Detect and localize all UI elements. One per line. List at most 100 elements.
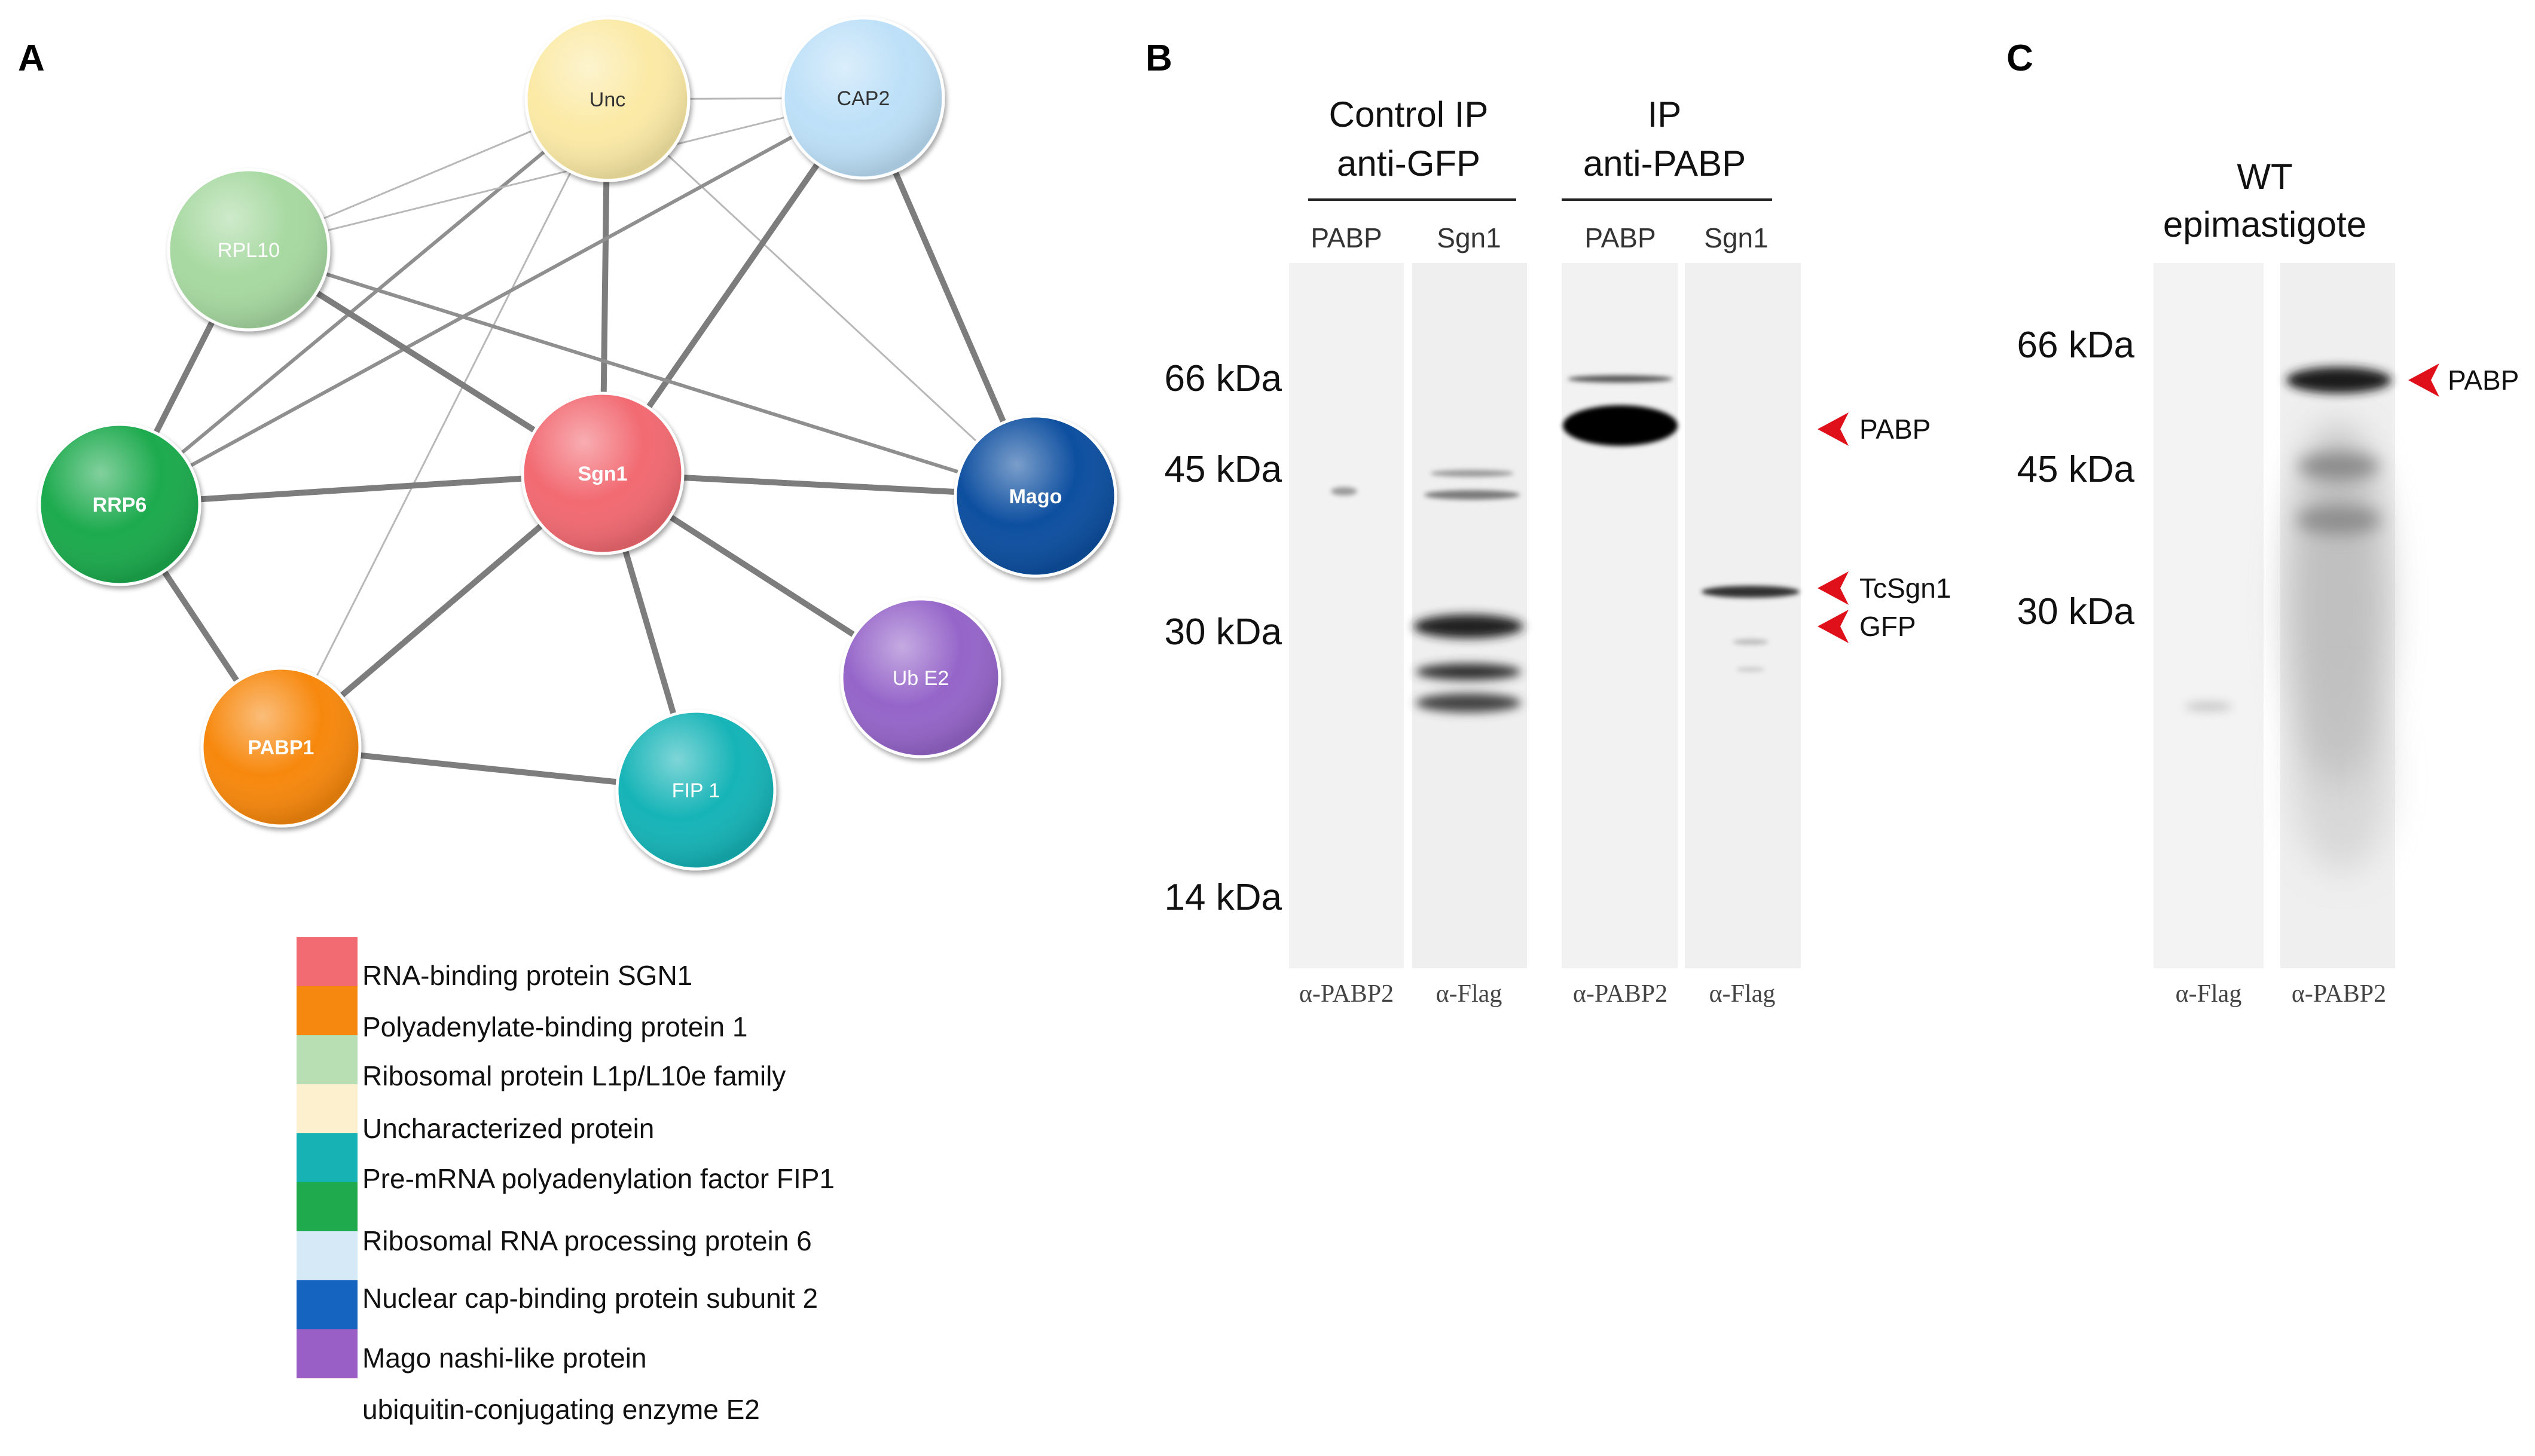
blot-band (1702, 586, 1800, 598)
node-sheen (528, 20, 687, 179)
network-node-rrp6: RRP6 (38, 423, 201, 586)
legend-item: Uncharacterized protein (297, 1084, 654, 1144)
marker-label: 30 kDa (2017, 591, 2135, 632)
legend-label: ubiquitin-conjugating enzyme E2 (362, 1394, 760, 1425)
blot-bands-b (1331, 375, 1800, 712)
group-title-line2: epimastigote (2163, 204, 2366, 244)
node-label: Ub E2 (893, 667, 949, 690)
group-title-line2: anti-GFP (1337, 143, 1480, 183)
arrow-label: PABP (1859, 414, 1931, 445)
lane-label: PABP (1311, 222, 1382, 253)
legend-swatch (297, 937, 358, 986)
node-label: PABP1 (248, 736, 314, 759)
network-node-ube2: Ub E2 (840, 597, 1001, 758)
blot-band (2185, 702, 2232, 711)
blot-band (1733, 639, 1769, 645)
blot-lane-sgn1-ip (1685, 263, 1801, 968)
blot-lane-pabp-ip (1562, 263, 1678, 968)
group-title-line2: anti-PABP (1583, 143, 1746, 183)
marker-label: 66 kDa (1165, 358, 1282, 399)
blot-band (1416, 663, 1521, 680)
arrowhead-icon (2408, 363, 2439, 397)
legend: RNA-binding protein SGN1 Polyadenylate-b… (297, 937, 835, 1425)
blot-band (1413, 614, 1523, 638)
network-node-cap2: CAP2 (781, 16, 945, 180)
network-edge (248, 97, 864, 251)
blot-lane-pabp-control (1289, 263, 1404, 968)
legend-label: Nuclear cap-binding protein subunit 2 (362, 1283, 818, 1314)
blot-band (1424, 490, 1520, 500)
group-title-line1: WT (2237, 157, 2292, 197)
panel-letter-a: A (18, 38, 45, 79)
antibody-label: α-PABP2 (1573, 980, 1667, 1008)
legend-item: Pre-mRNA polyadenylation factor FIP1 (297, 1133, 835, 1194)
network-node-mago: Mago (954, 414, 1117, 578)
blot-band (1736, 667, 1765, 672)
group-title-line1: IP (1648, 94, 1682, 134)
legend-item: ubiquitin-conjugating enzyme E2 (297, 1329, 760, 1425)
antibody-label: α-Flag (2176, 980, 2242, 1008)
network-node-pabp1: PABP1 (200, 666, 362, 828)
node-label: RRP6 (93, 494, 147, 516)
network-node-unc: Unc (524, 16, 691, 182)
legend-label: Pre-mRNA polyadenylation factor FIP1 (362, 1163, 835, 1194)
antibody-label: α-PABP2 (2292, 980, 2386, 1008)
network-edge (118, 96, 865, 506)
legend-swatch (297, 1231, 358, 1280)
arrow-gfp: GFP (1818, 610, 1916, 643)
node-sheen (204, 670, 358, 824)
legend-label: RNA-binding protein SGN1 (362, 960, 692, 991)
blot-band (1568, 375, 1673, 383)
group-title-line1: Control IP (1329, 94, 1489, 134)
blot-band (1430, 470, 1514, 477)
group-title-ip: IP anti-PABP (1562, 94, 1772, 201)
blot-smear (2293, 681, 2389, 873)
antibody-label: α-Flag (1436, 980, 1502, 1008)
node-label: RPL10 (218, 239, 280, 262)
node-label: Unc (590, 88, 625, 111)
network-node-rpl10: RPL10 (167, 168, 331, 332)
marker-label: 14 kDa (1165, 877, 1282, 918)
lane-label: PABP (1584, 222, 1656, 253)
legend-swatch (297, 1035, 358, 1084)
legend-label: Ribosomal protein L1p/L10e family (362, 1060, 786, 1091)
node-sheen (957, 418, 1114, 574)
legend-label: Ribosomal RNA processing protein 6 (362, 1225, 812, 1256)
node-label: Sgn1 (578, 463, 627, 485)
network-edge (606, 98, 1037, 497)
node-label: CAP2 (837, 87, 890, 110)
blot-lane-flag (2154, 263, 2264, 968)
arrow-pabp-b: PABP (1818, 412, 1931, 446)
blot-band (2297, 506, 2381, 534)
network-node-sgn1: Sgn1 (521, 391, 685, 555)
legend-swatch (297, 1133, 358, 1182)
arrow-label: PABP (2448, 365, 2519, 396)
blot-band (1331, 487, 1357, 495)
arrowhead-icon (1818, 610, 1849, 643)
blot-bands-c (2185, 367, 2392, 873)
network-edge (248, 248, 1036, 498)
legend-item: Mago nashi-like protein (297, 1280, 647, 1374)
marker-label: 30 kDa (1165, 611, 1282, 653)
panel-b: B Control IP anti-GFP IP anti-PABP PABP … (1146, 38, 1951, 1008)
antibody-label: α-Flag (1709, 980, 1776, 1008)
arrow-label: TcSgn1 (1859, 573, 1951, 604)
legend-item: Ribosomal RNA processing protein 6 (297, 1182, 812, 1256)
legend-item: RNA-binding protein SGN1 (297, 937, 692, 991)
blot-lanes-b (1289, 263, 1801, 968)
panel-letter-b: B (1146, 38, 1172, 79)
legend-label: Uncharacterized protein (362, 1113, 654, 1144)
arrow-label: GFP (1859, 611, 1916, 642)
node-sheen (785, 20, 942, 176)
marker-label: 45 kDa (1165, 449, 1282, 490)
marker-label: 45 kDa (2017, 449, 2135, 490)
node-sheen (170, 172, 327, 328)
legend-swatch (297, 1280, 358, 1329)
legend-item: Polyadenylate-binding protein 1 (297, 986, 747, 1042)
arrow-tcsgn1: TcSgn1 (1818, 571, 1951, 605)
legend-label: Mago nashi-like protein (362, 1342, 647, 1374)
arrowhead-icon (1818, 571, 1849, 605)
node-label: Mago (1009, 485, 1062, 508)
